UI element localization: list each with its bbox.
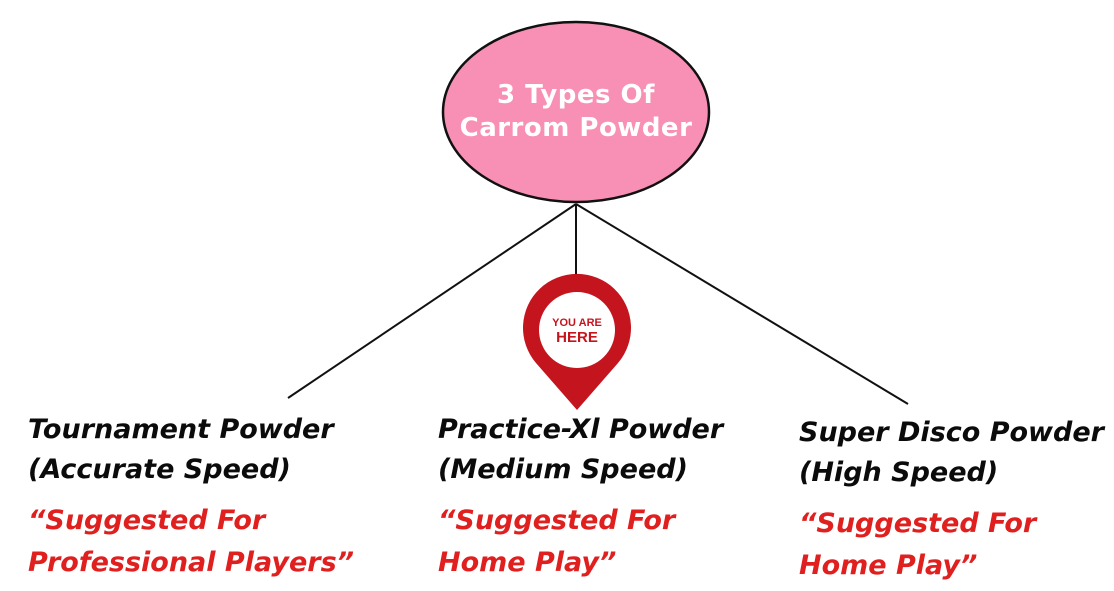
branch-speed: (Medium Speed) [438,454,688,485]
root-node: 3 Types Of Carrom Powder [443,22,709,202]
branch-tournament-powder: Tournament Powder (Accurate Speed) “Sugg… [28,410,354,584]
branch-suggestion-line-1: “Suggested For [28,505,266,536]
root-title-line-2: Carrom Powder [459,113,693,143]
root-node-ellipse [441,20,711,204]
branch-name: Tournament Powder [28,414,334,445]
branch-speed: (Accurate Speed) [28,454,291,485]
you-are-here-label: YOU ARE HERE [539,317,615,346]
branch-speed: (High Speed) [799,457,999,488]
branch-name: Super Disco Powder [799,417,1104,448]
branch-super-disco-powder: Super Disco Powder (High Speed) “Suggest… [799,413,1104,587]
branch-practice-xl-powder: Practice-Xl Powder (Medium Speed) “Sugge… [438,410,723,584]
branch-suggestion-line-1: “Suggested For [438,505,676,536]
you-are-here-line-1: YOU ARE [552,317,602,329]
location-pin-icon [523,273,631,410]
branch-suggestion-line-2: Home Play” [438,547,617,578]
branch-suggestion-line-1: “Suggested For [799,508,1037,539]
you-are-here-line-2: HERE [556,329,598,346]
connector-left [287,203,577,399]
branch-suggestion-line-2: Home Play” [799,550,978,581]
branch-name: Practice-Xl Powder [438,414,724,445]
connector-right [575,203,909,405]
root-title-line-1: 3 Types Of [497,80,655,110]
branch-suggestion-line-2: Professional Players” [28,547,355,578]
